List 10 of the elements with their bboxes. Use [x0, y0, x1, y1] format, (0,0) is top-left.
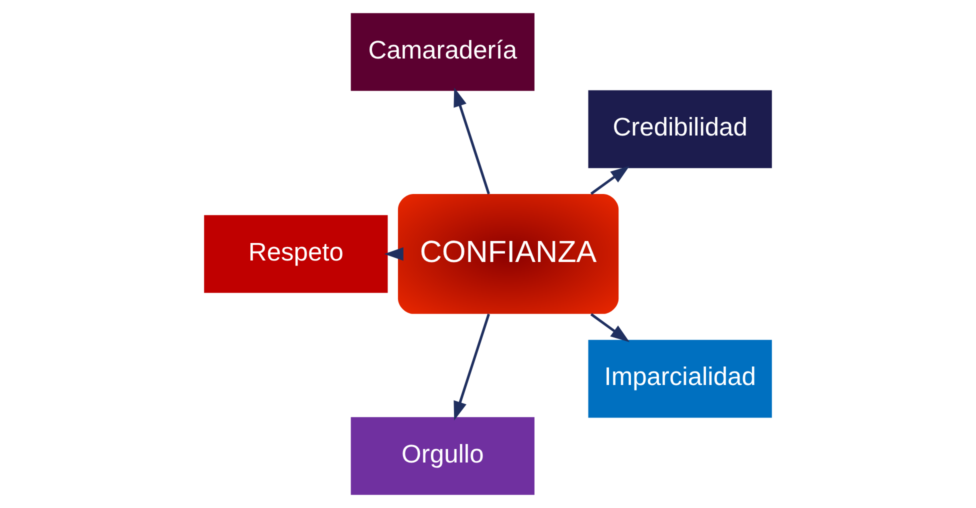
arrow — [454, 314, 490, 421]
node-box: Credibilidad — [588, 90, 772, 168]
node-box: Camaradería — [350, 13, 534, 91]
node-box: Respeto — [204, 215, 388, 293]
node-box: Orgullo — [350, 417, 534, 495]
arrow — [590, 166, 630, 195]
node-box: Imparcialidad — [588, 340, 772, 418]
arrow — [590, 313, 630, 342]
arrow — [384, 247, 404, 261]
arrow — [454, 87, 490, 194]
